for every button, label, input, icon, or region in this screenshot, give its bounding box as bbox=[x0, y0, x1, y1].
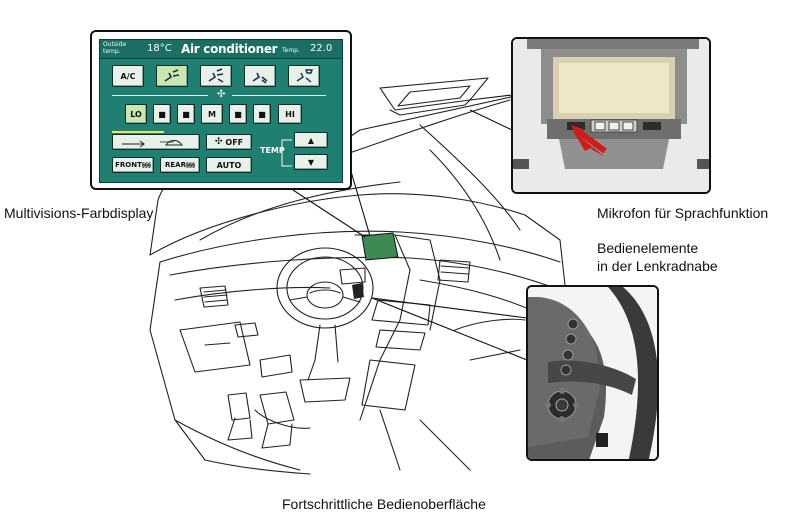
ac-button-label: A/C bbox=[120, 71, 136, 81]
temp-control-label: TEMP bbox=[260, 146, 285, 155]
square-icon: ■ bbox=[258, 109, 266, 119]
square-icon: ■ bbox=[158, 109, 166, 119]
fan-icon: ✣ bbox=[217, 89, 226, 100]
temp-value: 22.0 bbox=[310, 43, 333, 54]
fan-high-button[interactable]: HI bbox=[278, 104, 302, 124]
outside-temp-label-2: temp. bbox=[103, 48, 121, 55]
divider-right bbox=[232, 95, 326, 96]
caption-bottom: Fortschrittliche Bedienoberfläche bbox=[282, 496, 486, 512]
steering-wheel-callout bbox=[526, 285, 659, 461]
fan-low-label: LO bbox=[130, 109, 142, 119]
caption-multi-display: Multivisions-Farbdisplay bbox=[4, 205, 154, 221]
auto-label: AUTO bbox=[216, 160, 242, 170]
arrow-icon bbox=[573, 131, 605, 157]
rear-defrost-button[interactable]: REAR§§§ bbox=[160, 157, 200, 173]
fan-speed-2-button[interactable]: ■ bbox=[153, 104, 171, 124]
ac-button[interactable]: A/C bbox=[112, 65, 144, 87]
defrost-icon: §§§ bbox=[141, 161, 151, 169]
steering-wheel-controls-illustration bbox=[528, 287, 657, 459]
outside-temp-value: 18°C bbox=[147, 43, 172, 54]
temp-down-button[interactable]: ▼ bbox=[294, 154, 328, 170]
defrost-icon: §§§ bbox=[185, 161, 195, 169]
recirc-indicator bbox=[112, 131, 164, 133]
airflow-feet-defrost-icon bbox=[296, 69, 313, 83]
microphone-callout bbox=[511, 37, 711, 194]
auto-button[interactable]: AUTO bbox=[206, 157, 252, 173]
airflow-face-feet-icon bbox=[208, 68, 224, 83]
ac-header: Outside temp. 18°C Air conditioner Temp.… bbox=[100, 40, 342, 59]
airflow-face-feet-button[interactable] bbox=[200, 65, 232, 87]
fan-off-icon: ✣ bbox=[214, 137, 223, 147]
rear-label: REAR bbox=[165, 161, 186, 169]
airflow-face-icon bbox=[164, 69, 180, 82]
multi-display-screen: Outside temp. 18°C Air conditioner Temp.… bbox=[99, 39, 343, 183]
fan-low-button[interactable]: LO bbox=[125, 104, 147, 124]
square-icon: ■ bbox=[182, 109, 190, 119]
fan-speed-3-button[interactable]: ■ bbox=[177, 104, 195, 124]
triangle-up-icon: ▲ bbox=[307, 135, 315, 145]
caption-microphone: Mikrofon für Sprachfunktion bbox=[597, 205, 769, 221]
fan-high-label: HI bbox=[285, 109, 295, 119]
recirculation-icon bbox=[122, 140, 183, 148]
divider-left bbox=[112, 95, 208, 96]
recirculation-button[interactable] bbox=[112, 134, 200, 150]
airflow-face-button[interactable] bbox=[156, 65, 188, 87]
caption-steering-controls-line2: in der Lenkradnabe bbox=[597, 258, 718, 274]
temp-up-button[interactable]: ▲ bbox=[294, 132, 328, 148]
fan-off-button[interactable]: ✣OFF bbox=[206, 134, 252, 150]
fan-speed-5-button[interactable]: ■ bbox=[229, 104, 247, 124]
triangle-down-icon: ▼ bbox=[307, 157, 315, 167]
fan-off-label: OFF bbox=[225, 137, 244, 147]
microphone-illustration bbox=[513, 39, 709, 192]
front-defrost-button[interactable]: FRONT§§§ bbox=[112, 157, 154, 173]
temp-bracket bbox=[281, 139, 292, 167]
outside-temp-label: Outside bbox=[103, 41, 127, 48]
ac-title: Air conditioner bbox=[181, 42, 278, 56]
fan-mid-button[interactable]: M bbox=[201, 104, 223, 124]
ac-display-callout: Outside temp. 18°C Air conditioner Temp.… bbox=[90, 30, 352, 190]
fan-mid-label: M bbox=[208, 109, 216, 119]
square-icon: ■ bbox=[234, 109, 242, 119]
airflow-feet-defrost-button[interactable] bbox=[288, 65, 320, 87]
fan-speed-6-button[interactable]: ■ bbox=[253, 104, 271, 124]
temp-label: Temp. bbox=[282, 47, 300, 54]
caption-steering-controls-line1: Bedienelemente bbox=[597, 240, 699, 256]
airflow-feet-icon bbox=[252, 72, 268, 84]
front-label: FRONT bbox=[115, 161, 142, 169]
airflow-feet-button[interactable] bbox=[244, 65, 276, 87]
